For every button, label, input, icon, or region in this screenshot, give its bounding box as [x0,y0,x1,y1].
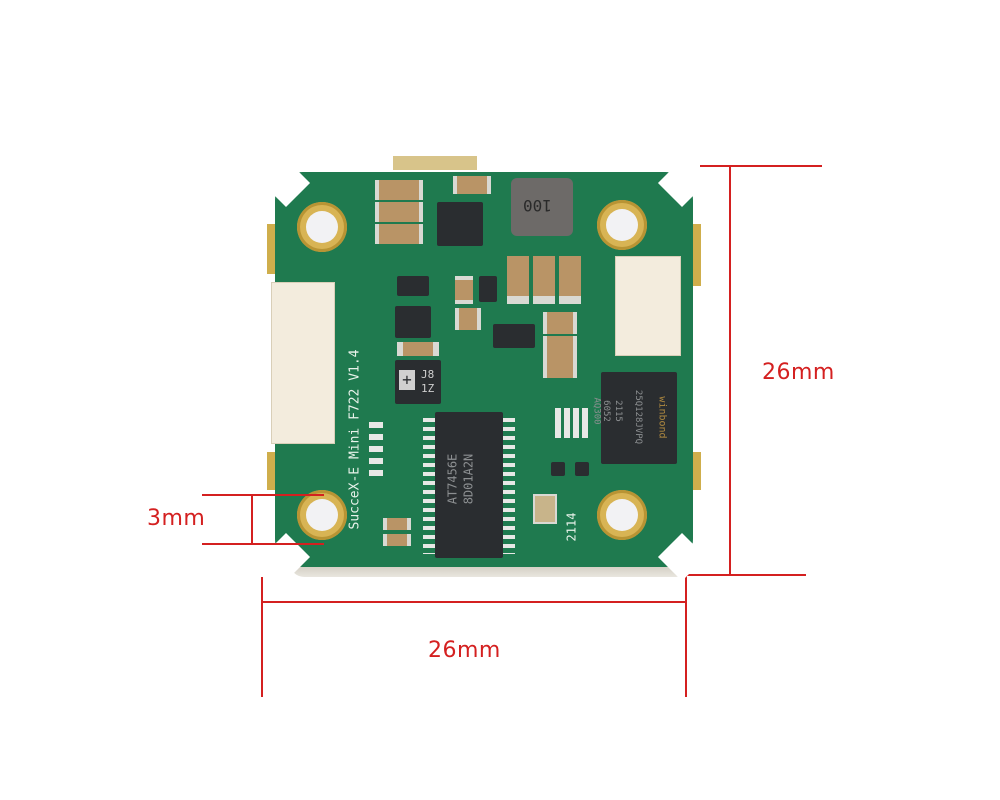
flash-chip-brand: winbond [656,396,668,439]
capacitor [375,202,423,222]
capacitor [375,224,423,244]
left-jst-connector [271,282,335,444]
width-dim-left-tick [261,577,263,697]
side-pads-left-top [267,224,275,274]
hole-dim-bottom-tick [202,543,324,545]
silkscreen-model: SucceX-E Mini F722 V1.4 [347,349,363,530]
silkscreen-date-code: 2114 [564,512,579,542]
flash-chip-line3: 6052 [600,400,611,422]
capacitor [543,336,577,378]
regulator-logo-icon: + [399,370,415,390]
capacitor [453,176,491,194]
width-dim-right-tick [685,576,687,697]
resistor-array [555,408,589,438]
height-dim-top-tick [700,165,822,167]
hole-dimension-label: 3mm [147,506,206,531]
resistor-array [369,422,383,482]
small-ic [575,462,589,476]
capacitor [397,342,439,356]
voltage-regulator: + J8 1Z [395,360,441,404]
height-dimension-label: 26mm [762,360,835,385]
width-dim-line [261,601,687,603]
osd-chip-line2: 8D01A2N [461,453,476,505]
mounting-hole-top-left [297,202,347,252]
capacitor [383,518,411,530]
osd-chip-line1: AT7456E [445,453,460,505]
capacitor [455,276,473,304]
mounting-hole-bottom-left [297,490,347,540]
regulator-line1: J8 [421,368,435,381]
flash-chip-line2: 2115 [612,400,623,422]
capacitor [383,534,411,546]
mounting-hole-bottom-right [597,490,647,540]
crystal-oscillator [533,494,557,524]
mounting-hole-top-right [597,200,647,250]
capacitor [559,256,581,304]
mosfet [479,276,497,302]
ldo-regulator [395,306,431,338]
capacitor [375,180,423,200]
inductor-marking: 100 [523,196,552,215]
top-usb-tab [393,156,477,170]
capacitor [533,256,555,304]
hole-dim-top-tick [202,494,324,496]
flash-memory-chip: winbond 25Q128JVPQ 2115 6052 AQ300 [592,372,677,464]
osd-chip-pins-left [423,418,435,554]
capacitor [455,308,481,330]
flash-chip-line4: AQ300 [591,397,602,425]
side-pads-left-bottom [267,452,275,490]
flight-controller-board: 100 + J8 1Z SucceX-E Mini F722 V1.4 AT74… [261,156,707,582]
flash-chip-line1: 25Q128JVPQ [633,389,644,445]
height-dim-line [729,165,731,576]
inductor: 100 [511,178,573,236]
height-dim-bottom-tick [686,574,806,576]
capacitor [507,256,529,304]
right-jst-connector [615,256,681,356]
regulator-line2: 1Z [421,382,435,395]
width-dimension-label: 26mm [428,638,501,663]
capacitor [543,312,577,334]
small-ic [551,462,565,476]
side-pads-right-bottom [693,452,701,490]
side-pads-right-top [693,224,701,286]
mosfet [397,276,429,296]
osd-chip: AT7456E 8D01A2N [435,412,503,558]
osd-chip-pins-right [503,418,515,554]
transistor [493,324,535,348]
power-ic [437,202,483,246]
hole-dim-line [251,494,253,544]
